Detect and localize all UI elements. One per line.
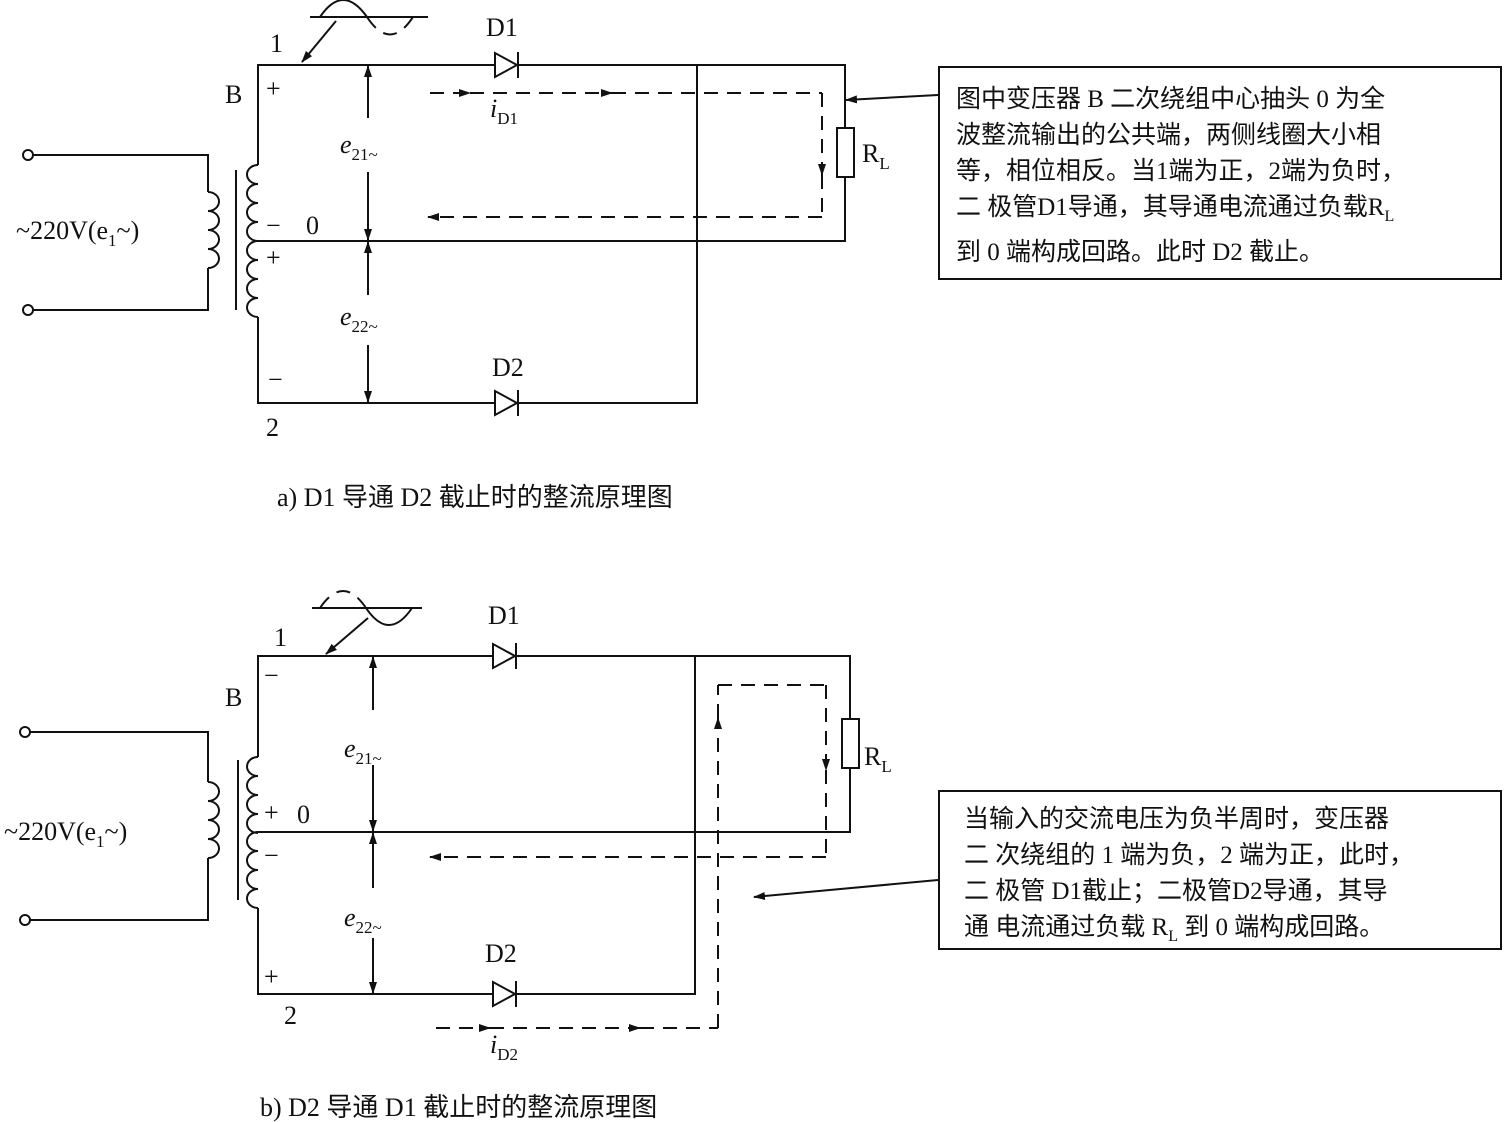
terminal-2-label-b: 2 — [284, 1001, 297, 1030]
input-terminal-bottom — [19, 914, 31, 926]
polarity-bottom-a: − — [268, 365, 283, 394]
note-line: 波整流输出的公共端，两侧线圈大小相 — [956, 122, 1382, 149]
diode-d1-b — [492, 642, 518, 670]
diode-d1-label-a: D1 — [486, 13, 518, 42]
diode-d2-a — [494, 389, 520, 417]
diode-d1-a — [494, 51, 520, 79]
input-terminal-top — [22, 149, 34, 161]
input-terminal-top — [19, 726, 31, 738]
primary-winding-a — [207, 191, 220, 269]
polarity-mid-upper-b: + — [264, 798, 279, 827]
primary-winding-b — [207, 781, 220, 859]
circuit-wires-b — [257, 655, 851, 995]
diode-d1-label-b: D1 — [488, 601, 520, 630]
input-terminals-a — [22, 149, 209, 316]
e21-label-b: e21~ — [344, 734, 382, 768]
e22-label-b: e22~ — [344, 903, 382, 937]
note-leader-b — [753, 879, 939, 900]
input-voltage-label-b: ~220V(e1~) — [4, 817, 127, 851]
note-line: 等，相位相反。当1端为正，2端为负时， — [956, 158, 1407, 185]
annotation-box-a: 图中变压器 B 二次绕组中心抽头 0 为全 波整流输出的公共端，两侧线圈大小相 … — [938, 66, 1502, 280]
note-line: 二 极管D1导通，其导通电流通过负载RL — [956, 194, 1395, 225]
load-label-a: RL — [862, 139, 890, 173]
note-line: 到 0 端构成回路。此时 D2 截止。 — [956, 239, 1325, 266]
transformer-label-a: B — [225, 80, 242, 109]
polarity-mid-lower-b: − — [264, 841, 279, 870]
load-label-b: RL — [864, 742, 892, 776]
e22-label-a: e22~ — [340, 302, 378, 336]
current-label-a: iD1 — [490, 94, 518, 128]
diode-d2-label-a: D2 — [492, 353, 524, 382]
caption-a: a) D1 导通 D2 截止时的整流原理图 — [277, 483, 673, 512]
negative-halfwave-icon-b — [312, 590, 422, 655]
note-line: 图中变压器 B 二次绕组中心抽头 0 为全 — [956, 86, 1386, 113]
current-path-a — [427, 89, 826, 221]
annotation-box-b: 当输入的交流电压为负半周时，变压器 二 次绕组的 1 端为负，2 端为正，此时，… — [938, 790, 1502, 950]
input-terminal-bottom — [22, 304, 34, 316]
circuit-wires-a — [257, 64, 846, 404]
input-voltage-label-a: ~220V(e1~) — [16, 216, 139, 250]
note-line: 二 极管 D1截止；二极管D2导通，其导 — [964, 878, 1388, 905]
note-line: 通 电流通过负载 RL 到 0 端构成回路。 — [964, 914, 1385, 945]
polarity-mid-upper-a: − — [266, 211, 281, 240]
note-leader-a — [845, 94, 939, 104]
secondary-winding-upper-a — [246, 164, 259, 242]
diode-d2-label-b: D2 — [485, 939, 517, 968]
secondary-winding-lower-b — [246, 831, 259, 909]
caption-b: b) D2 导通 D1 截止时的整流原理图 — [260, 1093, 657, 1122]
current-path-b — [429, 684, 830, 1032]
terminal-1-label-b: 1 — [274, 623, 287, 652]
note-line: 当输入的交流电压为负半周时，变压器 — [964, 806, 1390, 833]
transformer-label-b: B — [225, 683, 242, 712]
figure-b: ~220V(e1~) B 1 2 0 − + − + e21~ e22~ D1 … — [4, 590, 939, 1122]
polarity-mid-lower-a: + — [266, 243, 281, 272]
current-label-b: iD2 — [490, 1030, 518, 1064]
terminal-2-label-a: 2 — [266, 413, 279, 442]
secondary-winding-lower-a — [246, 240, 259, 318]
secondary-winding-upper-b — [246, 756, 259, 834]
polarity-top-a: + — [266, 74, 281, 103]
diode-d2-b — [492, 980, 518, 1008]
positive-halfwave-icon-a — [301, 0, 428, 63]
load-resistor-a — [836, 127, 855, 178]
polarity-bottom-b: + — [264, 962, 279, 991]
input-terminals-b — [19, 726, 209, 926]
center-tap-label-b: 0 — [297, 800, 310, 829]
load-resistor-b — [841, 718, 860, 769]
note-line: 二 次绕组的 1 端为负，2 端为正，此时， — [964, 842, 1415, 869]
figure-a: ~220V(e1~) B 1 2 0 + − + − e21~ e22~ D1 … — [16, 0, 939, 512]
polarity-top-b: − — [264, 661, 279, 690]
terminal-1-label-a: 1 — [270, 29, 283, 58]
center-tap-label-a: 0 — [306, 211, 319, 240]
e21-label-a: e21~ — [340, 130, 378, 164]
